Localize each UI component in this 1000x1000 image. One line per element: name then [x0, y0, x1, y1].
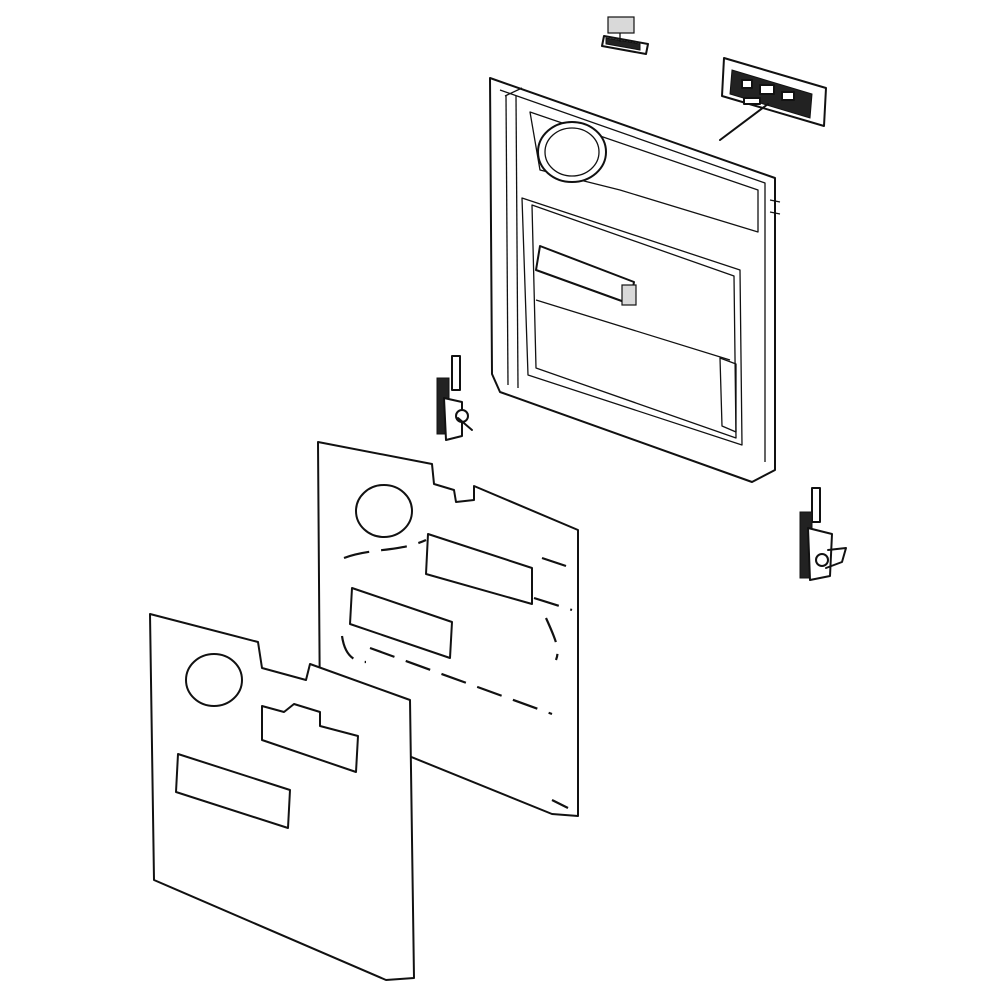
hinge-right-icon [799, 487, 847, 581]
inner-door-panel-icon [489, 77, 781, 483]
control-board-icon [719, 57, 827, 141]
outer-panel-front-icon [149, 613, 415, 981]
small-clip-icon [601, 16, 649, 55]
hinge-left-icon [436, 355, 473, 441]
